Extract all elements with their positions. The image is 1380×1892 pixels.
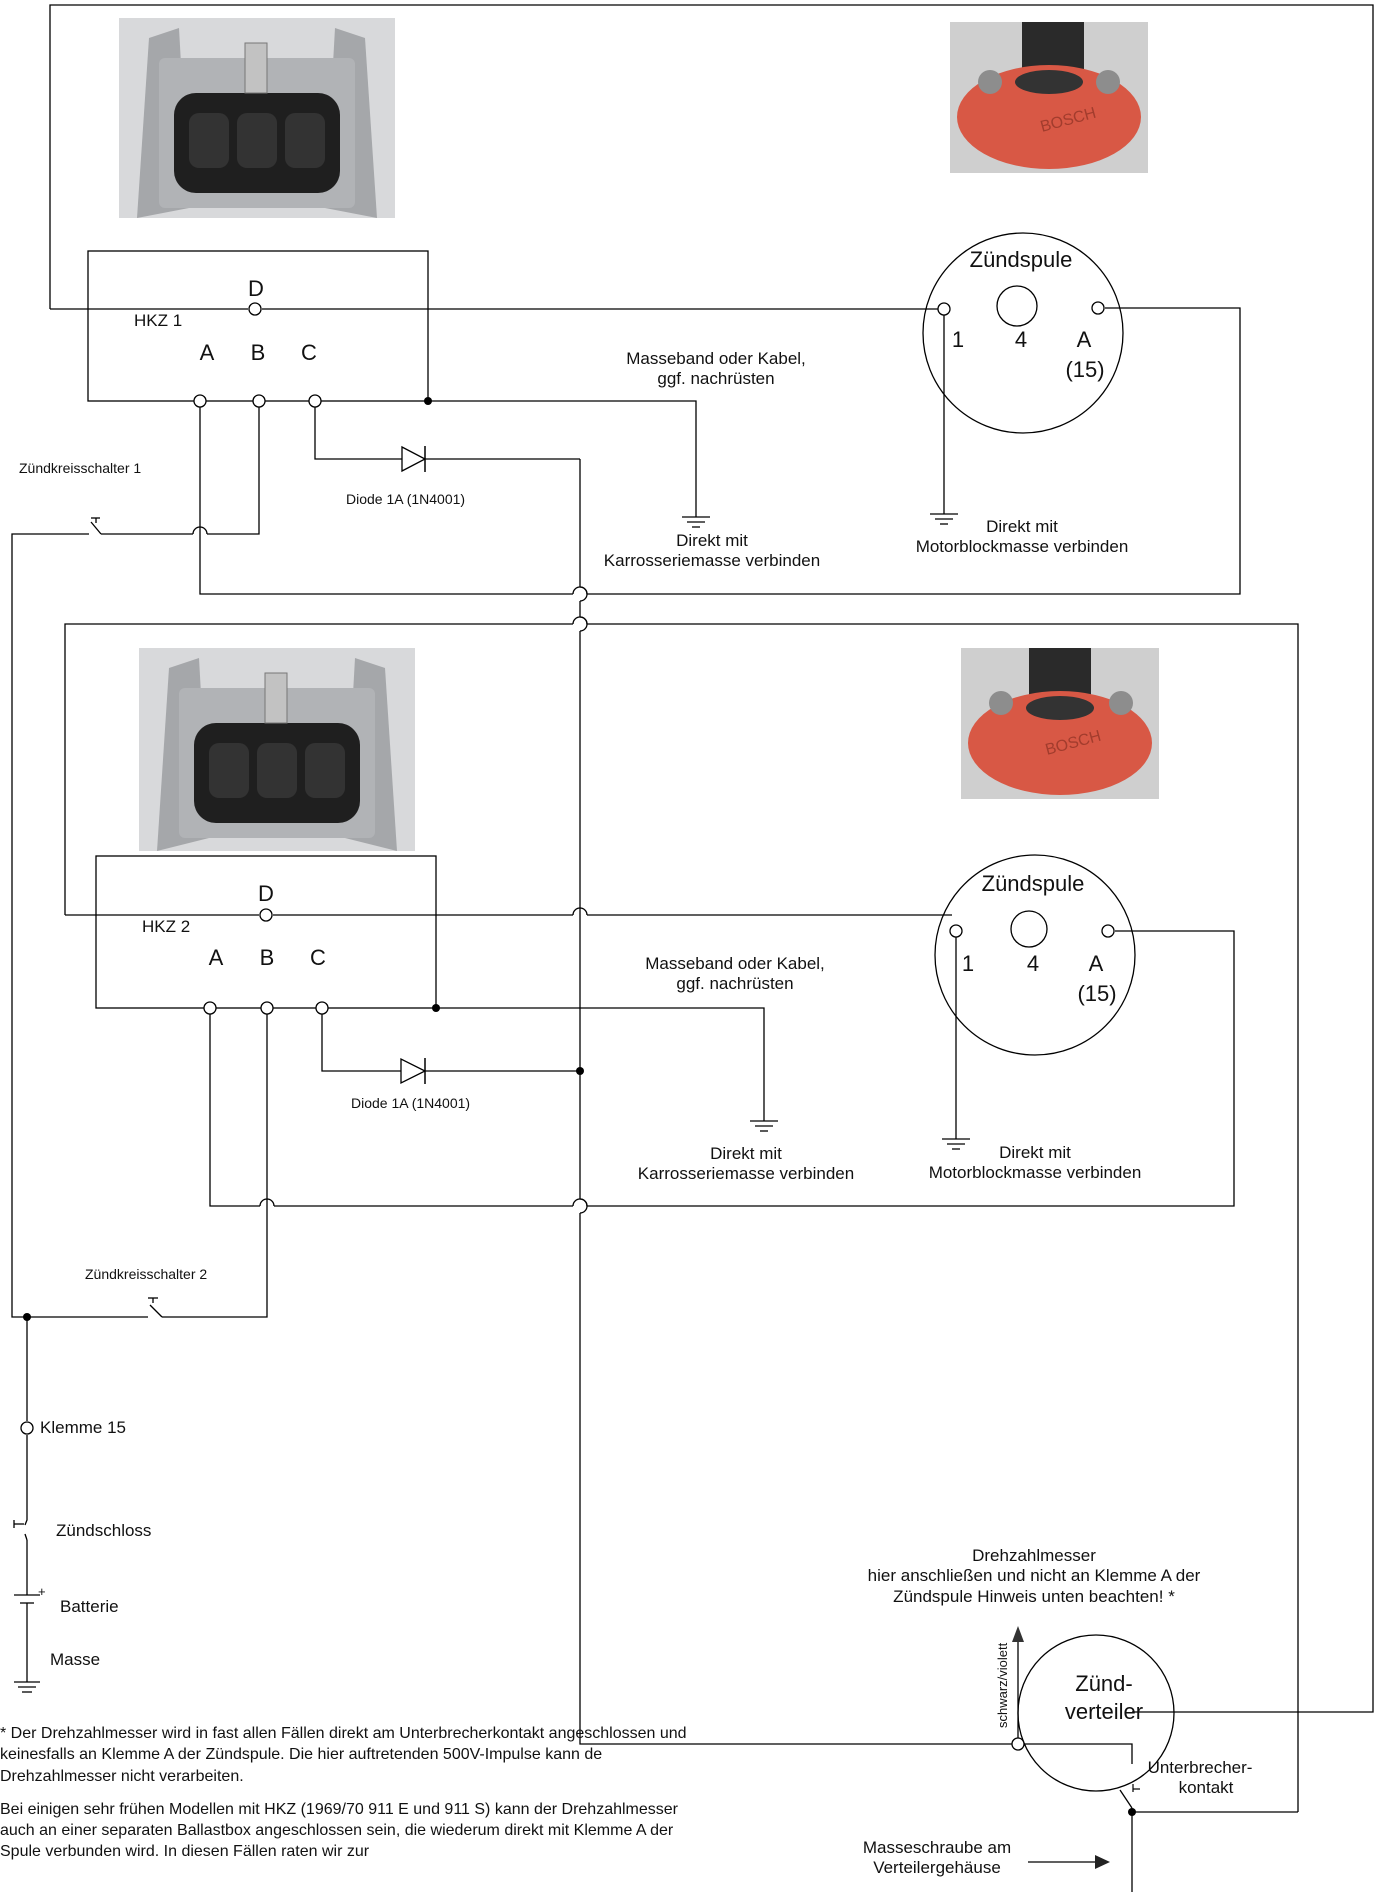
battery-plus-sign: +: [38, 1584, 46, 1599]
ground-strap2-note: Masseband oder Kabel, ggf. nachrüsten: [645, 954, 825, 994]
hkz2-terminal-c: [315, 1001, 329, 1015]
hkz1-terminal-d: [248, 302, 262, 316]
coil1-pin-4: 4: [1014, 327, 1028, 352]
coil1-terminal-4: [996, 285, 1038, 327]
coil2-pin-15: (15): [1077, 981, 1117, 1006]
hkz2-b-label: B: [259, 945, 275, 970]
engine-ground2-note: Direkt mit Motorblockmasse verbinden: [928, 1143, 1142, 1183]
junctions: [23, 397, 1136, 1816]
coil1-pin-a: A: [1076, 327, 1092, 352]
hkz2-terminal-a: [203, 1001, 217, 1015]
hkz1-terminal-a: [193, 394, 207, 408]
hkz2-module-photo: [139, 648, 415, 851]
coil2-pin-4: 4: [1026, 951, 1040, 976]
coil2-photo: BOSCH: [961, 648, 1159, 799]
diode-2: [400, 1057, 427, 1085]
hkz2-c-label: C: [310, 945, 326, 970]
coil1-terminal-a: [1091, 301, 1105, 315]
hkz2-d-label: D: [258, 881, 274, 906]
wire-top-loop: [49, 4, 1374, 1713]
hkz2-a-label: A: [208, 945, 224, 970]
hkz1-module-photo: [119, 18, 395, 218]
hkz1-a-label: A: [199, 340, 215, 365]
ignition-lock-label: Zündschloss: [56, 1521, 152, 1540]
hkz2-label: HKZ 2: [142, 917, 191, 936]
hkz1-label: HKZ 1: [134, 311, 183, 330]
footnote: * Der Drehzahlmesser wird in fast allen …: [0, 1723, 700, 1875]
hkz1-terminal-c: [308, 394, 322, 408]
engine-ground1-note: Direkt mit Motorblockmasse verbinden: [915, 517, 1129, 557]
breaker-contact: [1132, 1784, 1140, 1792]
switch2-label: Zündkreisschalter 2: [85, 1266, 208, 1282]
klemme15-label: Klemme 15: [40, 1418, 126, 1437]
diode2-label: Diode 1A (1N4001): [351, 1095, 471, 1111]
coil2-pin-1: 1: [961, 951, 975, 976]
distributor-title: Zünd- verteiler: [1064, 1671, 1144, 1724]
coil1-title: Zündspule: [969, 247, 1073, 272]
switch1-label: Zündkreisschalter 1: [19, 460, 142, 476]
klemme15-terminal: [20, 1421, 34, 1435]
coil1-photo: BOSCH: [950, 22, 1148, 173]
hkz1-b-label: B: [250, 340, 266, 365]
coil2-pin-a: A: [1088, 951, 1104, 976]
hkz1-d-label: D: [248, 276, 264, 301]
coil2-title: Zündspule: [981, 871, 1085, 896]
wires: [11, 4, 1374, 1892]
ground-label: Masse: [50, 1650, 101, 1669]
coil1-pin-1: 1: [951, 327, 965, 352]
diode-1: [401, 445, 427, 473]
coil1-circle: [922, 232, 1124, 434]
coil1-pin-15: (15): [1065, 357, 1105, 382]
coil2-terminal-4: [1010, 910, 1048, 948]
coil2-terminal-1: [949, 924, 963, 938]
ground-screw-arrow: [1095, 1855, 1110, 1869]
ground-strap1-note: Masseband oder Kabel, ggf. nachrüsten: [626, 349, 806, 389]
coil1-terminal-1: [937, 302, 951, 316]
terminals: [20, 285, 1115, 1751]
battery-label: Batterie: [60, 1597, 119, 1616]
hkz2-terminal-d: [259, 908, 273, 922]
coil2-terminal-a: [1101, 924, 1115, 938]
tachometer-note: Drehzahlmesser hier anschließen und nich…: [867, 1546, 1201, 1606]
footnote-p1: * Der Drehzahlmesser wird in fast allen …: [0, 1725, 687, 1785]
tach-wire-label: schwarz/violett: [995, 1642, 1010, 1728]
body-ground1-note: Direkt mit Karrosseriemasse verbinden: [603, 531, 821, 571]
hkz2-terminal-b: [260, 1001, 274, 1015]
breaker-contact-label: Unterbrecher- kontakt: [1147, 1758, 1253, 1798]
ground-screw-label: Masseschraube am Verteilergehäuse: [862, 1838, 1012, 1878]
distributor-terminal: [1011, 1737, 1025, 1751]
hkz1-c-label: C: [301, 340, 317, 365]
diode1-label: Diode 1A (1N4001): [346, 491, 466, 507]
hkz1-terminal-b: [252, 394, 266, 408]
body-ground2-note: Direkt mit Karrosseriemasse verbinden: [637, 1144, 855, 1184]
footnote-p2: Bei einigen sehr frühen Modellen mit HKZ…: [0, 1800, 679, 1861]
coil2-circle: [934, 854, 1136, 1056]
tach-arrow: [1012, 1626, 1024, 1642]
